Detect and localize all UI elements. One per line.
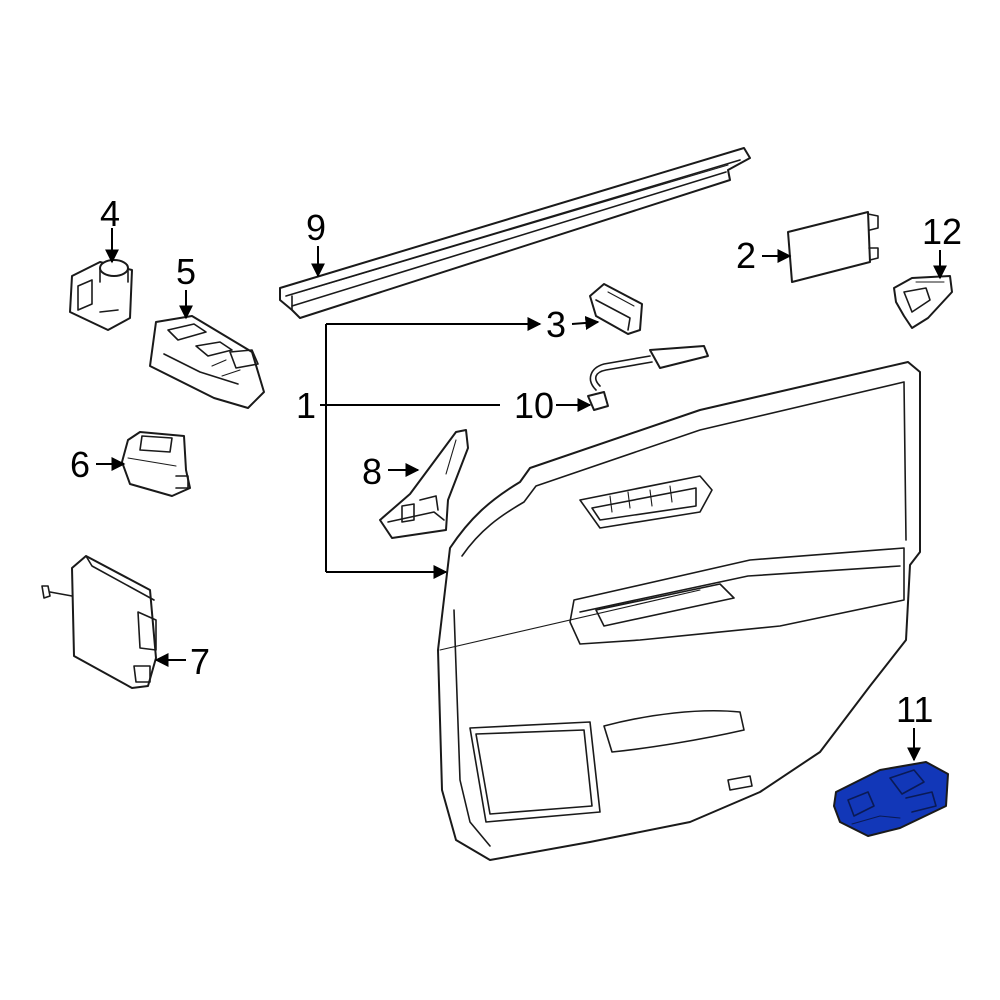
callout-11: 11 xyxy=(896,689,933,730)
callout-4: 4 xyxy=(100,193,120,234)
part-6-switch[interactable] xyxy=(121,431,191,497)
callout-5: 5 xyxy=(176,251,196,292)
callout-10: 10 xyxy=(514,385,554,426)
part-5-master-switch[interactable] xyxy=(149,315,265,409)
callout-6: 6 xyxy=(70,444,90,485)
leader-lines xyxy=(96,228,947,762)
part-12-trim-piece[interactable] xyxy=(893,275,953,329)
part-10-harness[interactable] xyxy=(587,345,709,411)
part-2-cover[interactable] xyxy=(787,211,879,283)
callout-2: 2 xyxy=(736,235,756,276)
part-1-door-trim-panel[interactable] xyxy=(437,361,921,861)
part-8-bracket[interactable] xyxy=(379,429,469,539)
part-9-belt-weatherstrip[interactable] xyxy=(279,147,751,319)
callout-9: 9 xyxy=(306,207,326,248)
callout-1: 1 xyxy=(296,385,316,426)
part-7-control-module[interactable] xyxy=(41,555,157,689)
part-3-connector[interactable] xyxy=(589,283,643,335)
part-4-switch[interactable] xyxy=(69,259,133,331)
callout-labels: 1 2 3 4 5 6 7 8 9 10 11 12 xyxy=(70,193,962,730)
part-11-switch-bezel[interactable] xyxy=(833,761,949,837)
callout-7: 7 xyxy=(190,641,210,682)
callout-3: 3 xyxy=(546,304,566,345)
callout-12: 12 xyxy=(922,211,962,252)
callout-8: 8 xyxy=(362,451,382,492)
